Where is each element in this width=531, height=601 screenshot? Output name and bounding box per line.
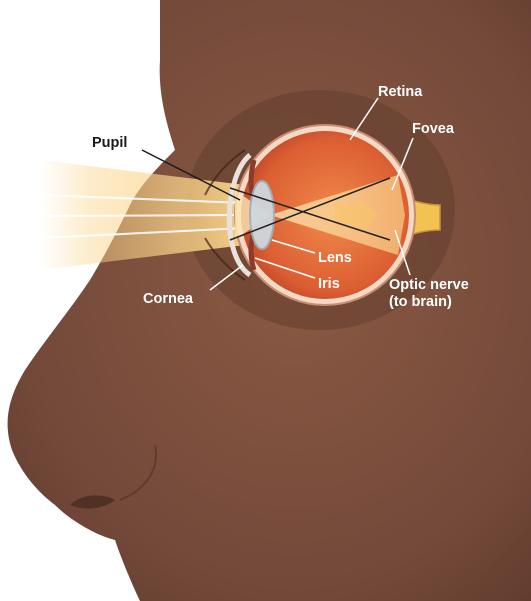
label-fovea: Fovea <box>412 121 455 137</box>
label-lens: Lens <box>318 250 352 266</box>
leader-cornea <box>209 264 244 291</box>
light-ray <box>39 194 246 204</box>
label-optic-nerve-line2: (to brain) <box>389 294 452 310</box>
leader-pupil <box>141 149 241 201</box>
nose-crease <box>119 444 157 501</box>
label-iris: Iris <box>318 276 340 292</box>
eyelid-lower <box>204 237 246 281</box>
lens <box>249 180 275 250</box>
leader-iris <box>254 257 316 279</box>
leader-lens <box>271 239 316 254</box>
label-retina: Retina <box>378 84 423 100</box>
direction-arrow <box>335 197 378 233</box>
label-cornea: Cornea <box>143 291 194 307</box>
crossing-ray <box>229 187 391 241</box>
nostril <box>70 495 115 509</box>
eyelid-upper <box>204 149 246 196</box>
light-ray <box>39 227 246 239</box>
leader-retina <box>349 97 379 141</box>
light-ray <box>39 214 246 217</box>
leader-optic-nerve <box>394 229 411 276</box>
leader-fovea <box>391 137 414 191</box>
label-optic-nerve-line1: Optic nerve <box>389 277 469 293</box>
face-profile <box>7 0 531 601</box>
label-pupil: Pupil <box>92 135 127 151</box>
crossing-ray <box>229 177 391 241</box>
